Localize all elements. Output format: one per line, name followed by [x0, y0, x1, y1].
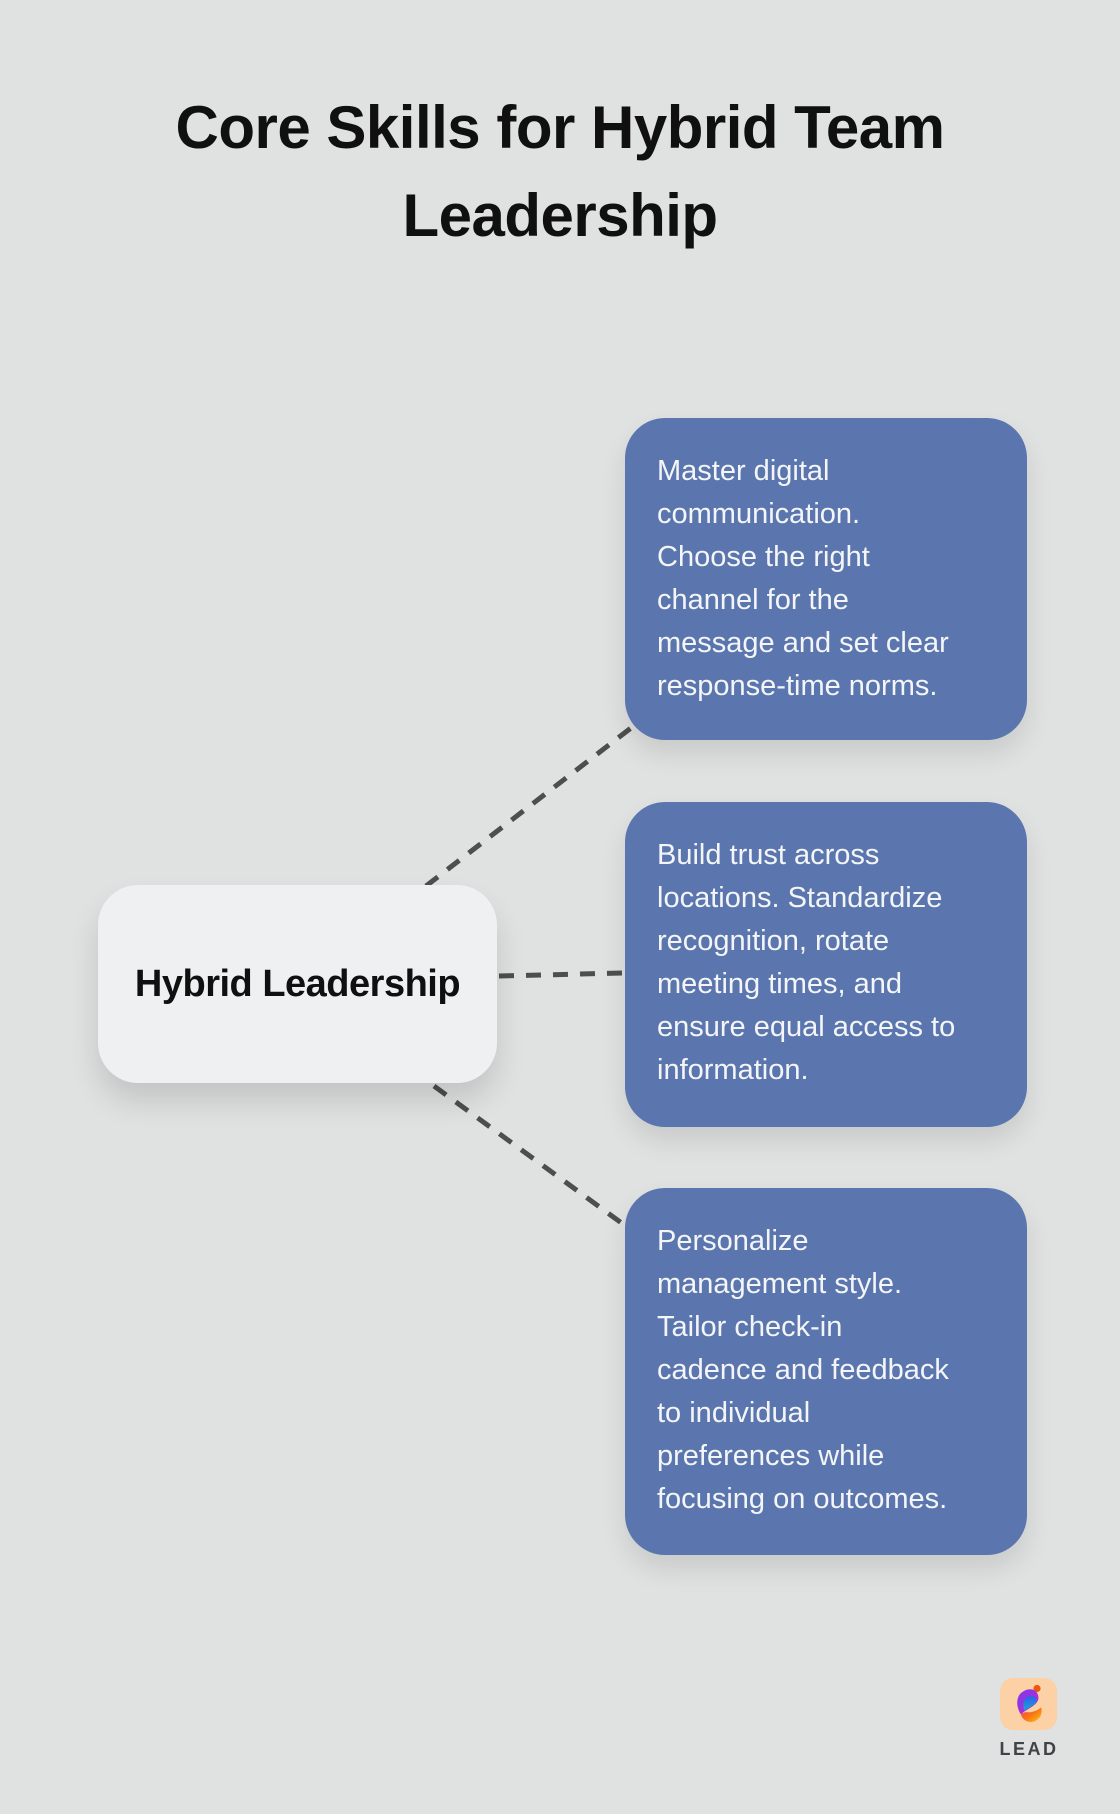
center-node-hybrid-leadership: Hybrid Leadership	[98, 885, 497, 1083]
branch-text: Master digital communication. Choose the…	[657, 455, 949, 702]
connector-line-middle	[498, 970, 624, 979]
branch-text: Build trust across locations. Standardiz…	[657, 839, 956, 1086]
branch-box-digital-communication: Master digital communication. Choose the…	[625, 418, 1027, 740]
branch-text: Personalize management style. Tailor che…	[657, 1225, 949, 1515]
lead-ribbon-icon	[1000, 1678, 1057, 1730]
brand-logo: LEAD	[998, 1678, 1060, 1760]
center-node-label: Hybrid Leadership	[134, 962, 461, 1005]
branch-box-build-trust: Build trust across locations. Standardiz…	[625, 802, 1027, 1127]
page-title: Core Skills for Hybrid Team Leadership	[175, 94, 945, 249]
connector-line-top	[424, 719, 642, 888]
brand-logo-text: LEAD	[999, 1739, 1059, 1759]
connector-line-bottom	[432, 1083, 629, 1230]
branch-box-personalize-management: Personalize management style. Tailor che…	[625, 1188, 1027, 1555]
